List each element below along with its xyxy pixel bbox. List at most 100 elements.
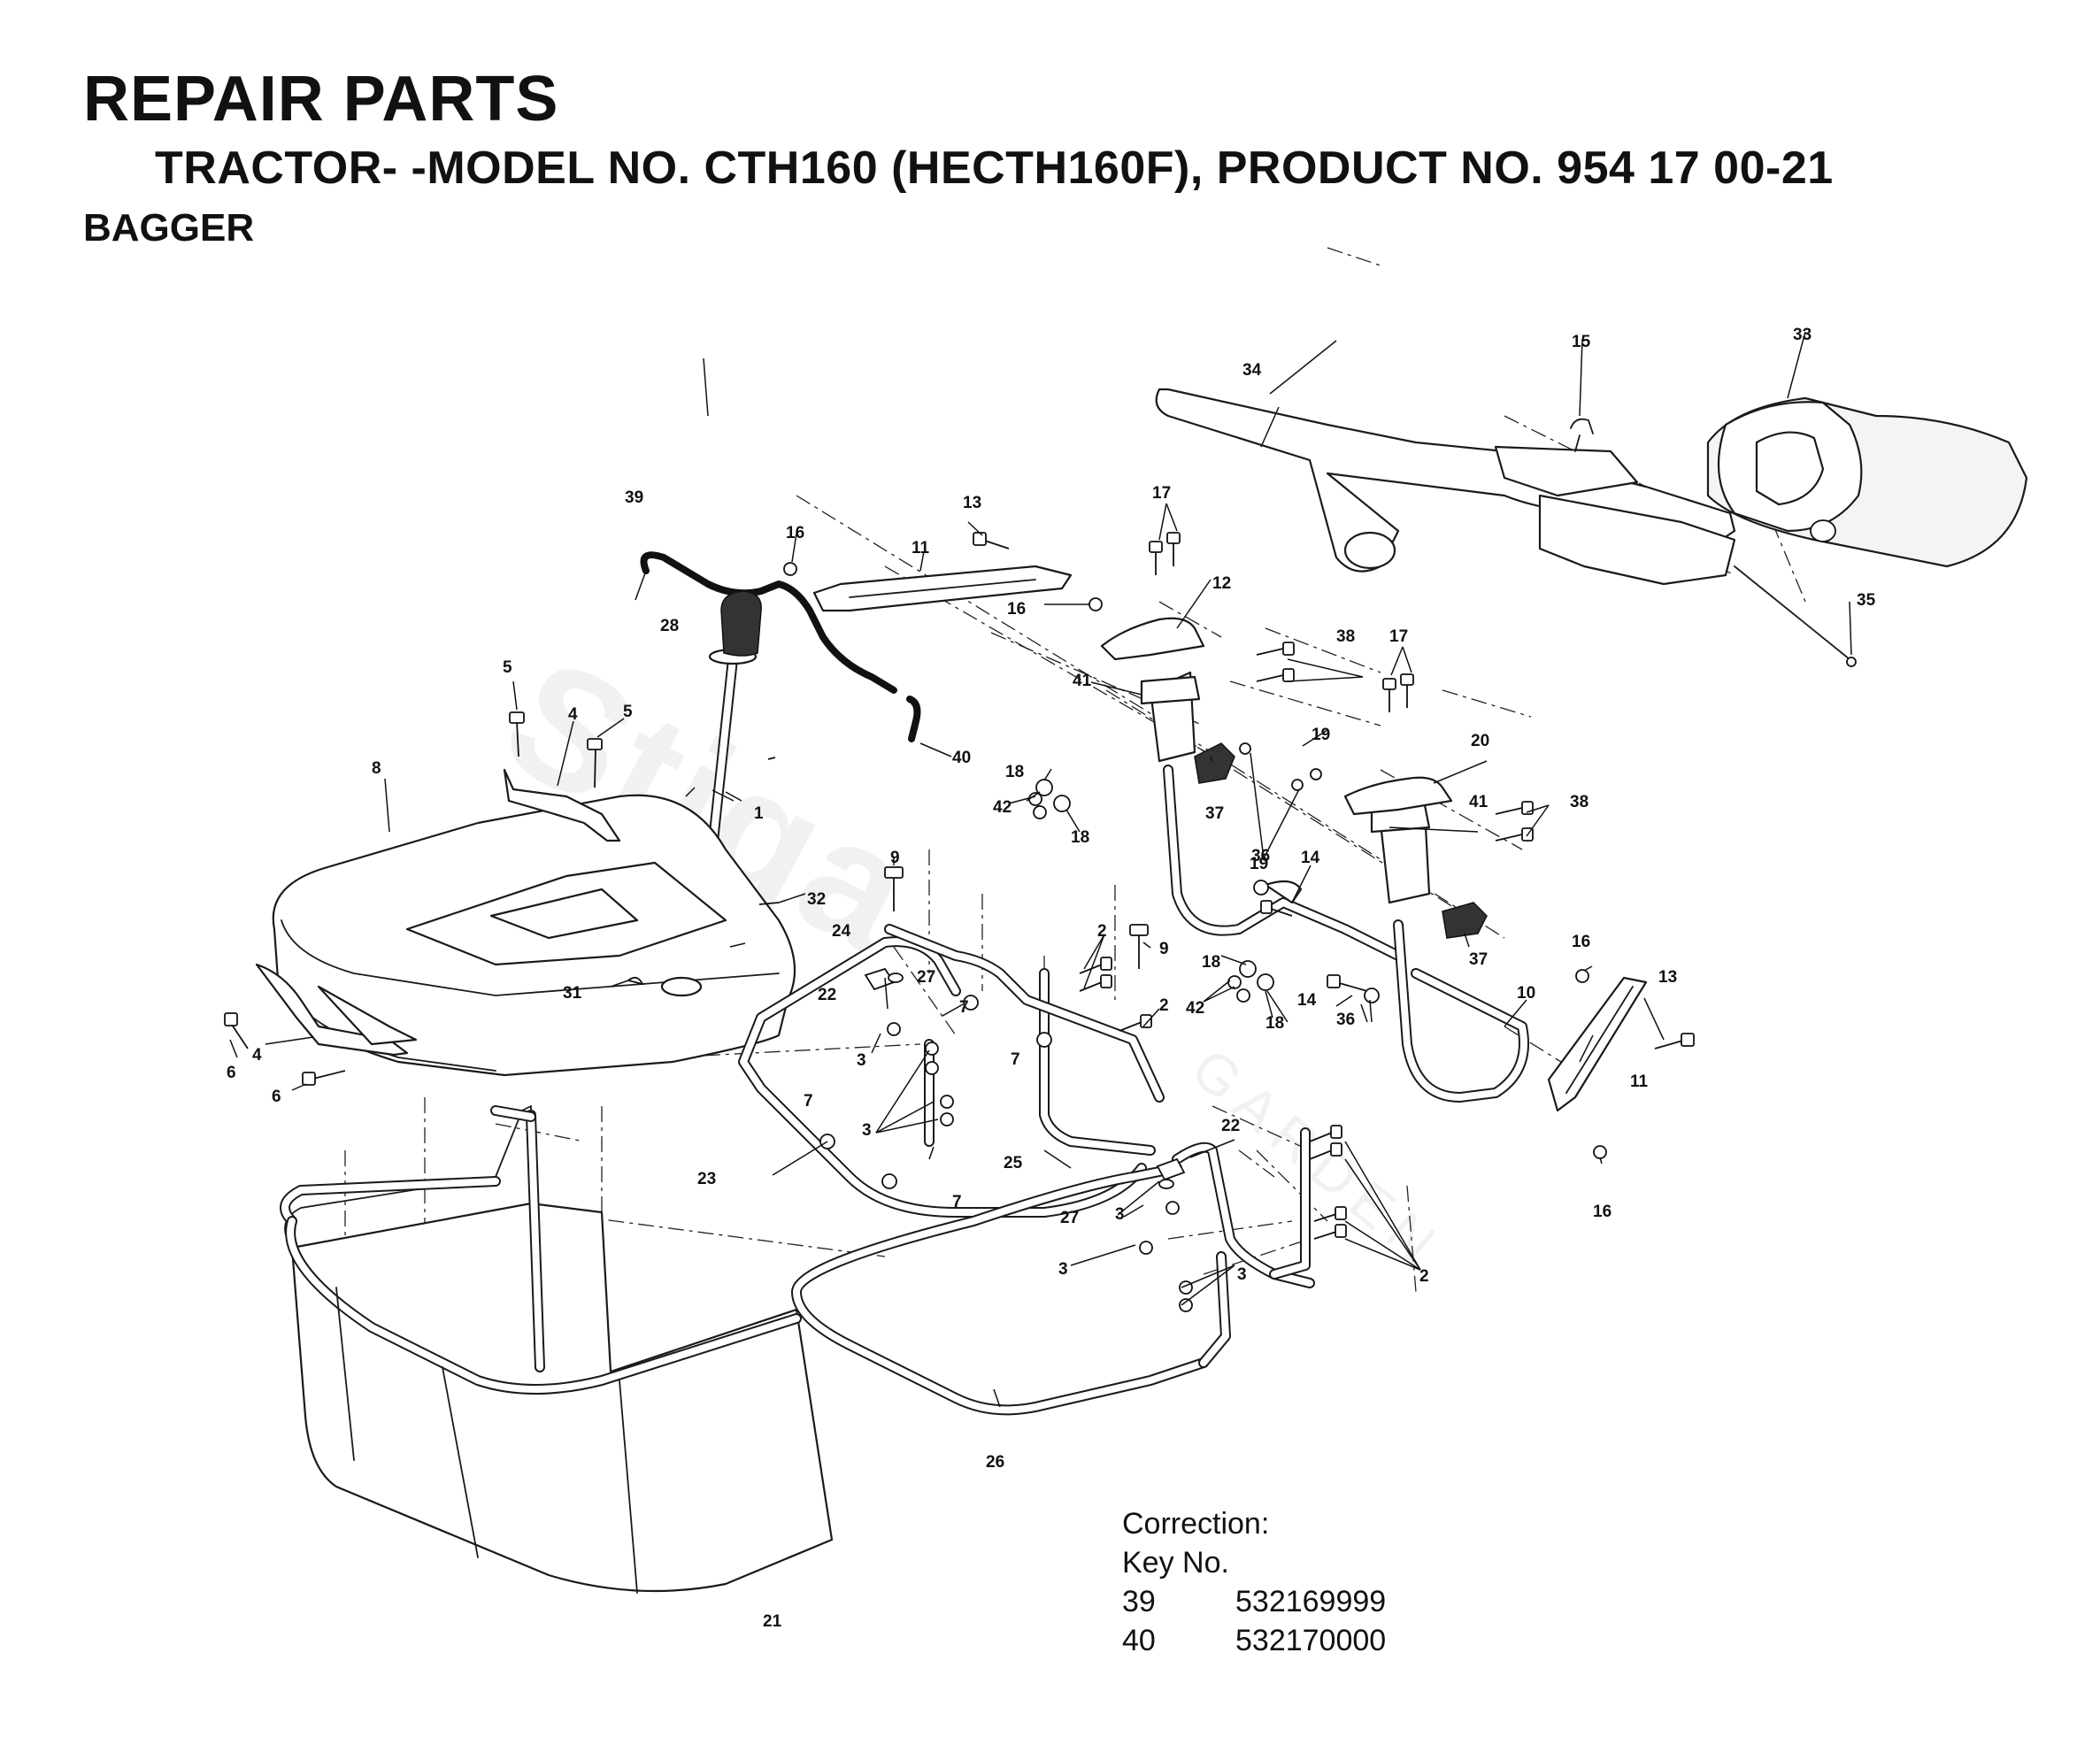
callout-7: 7 — [804, 1092, 813, 1111]
callout-8: 8 — [372, 759, 381, 778]
correction-row: 40 532170000 — [1122, 1621, 1494, 1660]
callout-16: 16 — [1593, 1203, 1612, 1221]
callout-37: 37 — [1469, 950, 1488, 969]
page-header: REPAIR PARTS TRACTOR- -MODEL NO. CTH160 … — [0, 0, 2100, 265]
support-straps — [812, 565, 1648, 1112]
callout-21: 21 — [763, 1612, 782, 1631]
model-subtitle: TRACTOR- -MODEL NO. CTH160 (HECTH160F), … — [155, 142, 1834, 194]
callout-27: 27 — [1060, 1209, 1079, 1227]
callout-11: 11 — [912, 539, 930, 557]
callout-17: 17 — [1389, 627, 1408, 646]
callout-labels: 1 2 2 2 3 3 3 3 3 3 4 4 5 5 6 6 7 7 7 7 … — [227, 326, 1876, 1631]
grass-bag — [280, 1105, 834, 1594]
callout-27: 27 — [917, 968, 935, 987]
callout-5: 5 — [623, 703, 633, 721]
callout-12: 12 — [1212, 574, 1231, 593]
callout-19: 19 — [1250, 855, 1268, 873]
callout-19: 19 — [1312, 726, 1330, 744]
callout-41: 41 — [1469, 793, 1488, 811]
callout-36: 36 — [1336, 1011, 1355, 1029]
callout-15: 15 — [1572, 333, 1591, 351]
callout-9: 9 — [890, 849, 900, 867]
callout-39: 39 — [625, 488, 643, 507]
callout-34: 34 — [1242, 361, 1262, 380]
callout-4: 4 — [252, 1046, 262, 1065]
callout-2: 2 — [1159, 996, 1169, 1015]
callout-28: 28 — [660, 617, 679, 635]
callout-32: 32 — [807, 890, 826, 909]
hinge-brackets — [255, 768, 621, 1057]
rubber-pads — [1194, 742, 1488, 939]
page-title: REPAIR PARTS — [83, 64, 559, 135]
callout-22: 22 — [818, 986, 836, 1004]
callout-22: 22 — [1221, 1117, 1240, 1135]
callout-26: 26 — [986, 1453, 1004, 1472]
callout-2: 2 — [1419, 1267, 1429, 1286]
correction-key-label: Key No. — [1122, 1546, 1229, 1580]
callout-1: 1 — [754, 804, 764, 823]
callout-36: 36 — [1251, 847, 1270, 865]
callout-35: 35 — [1857, 591, 1876, 610]
callout-9: 9 — [1159, 940, 1169, 958]
callout-31: 31 — [563, 984, 582, 1003]
callout-3: 3 — [857, 1051, 866, 1070]
correction-key: 40 — [1122, 1624, 1156, 1657]
callout-14: 14 — [1301, 849, 1320, 867]
callout-37: 37 — [1205, 804, 1224, 823]
clip-brackets — [1100, 617, 1453, 816]
callout-11: 11 — [1630, 1072, 1649, 1091]
callout-16: 16 — [1572, 933, 1590, 951]
callout-16: 16 — [786, 524, 804, 542]
callout-17: 17 — [1152, 484, 1171, 503]
bag-frame-left — [738, 936, 1156, 1218]
frame-uprights — [1140, 671, 1529, 1103]
callout-18: 18 — [1265, 1014, 1284, 1033]
section-title: BAGGER — [83, 206, 255, 250]
callout-24: 24 — [832, 922, 851, 941]
callout-38: 38 — [1336, 627, 1355, 646]
correction-part-number: 532170000 — [1235, 1624, 1387, 1657]
leader-lines — [229, 331, 1852, 1408]
correction-part-number: 532169999 — [1235, 1585, 1387, 1618]
callout-3: 3 — [1237, 1265, 1247, 1284]
callout-2: 2 — [1097, 922, 1107, 941]
callout-7: 7 — [1011, 1050, 1020, 1069]
callout-4: 4 — [568, 705, 578, 724]
callout-7: 7 — [959, 998, 969, 1017]
bag-support-frame — [791, 1127, 1315, 1416]
callout-3: 3 — [1058, 1260, 1068, 1279]
callout-3: 3 — [1115, 1205, 1125, 1224]
lift-rod — [884, 924, 1165, 1103]
callout-13: 13 — [963, 494, 981, 512]
hardware — [224, 532, 1695, 1312]
callout-41: 41 — [1073, 672, 1092, 690]
control-wire — [640, 551, 921, 742]
callout-40: 40 — [952, 749, 971, 767]
callout-6: 6 — [227, 1064, 236, 1082]
callout-5: 5 — [503, 658, 512, 677]
callout-16: 16 — [1007, 600, 1026, 619]
callout-6: 6 — [272, 1088, 281, 1106]
callout-38: 38 — [1570, 793, 1588, 811]
callout-23: 23 — [697, 1170, 716, 1188]
callout-3: 3 — [862, 1121, 872, 1140]
callout-10: 10 — [1517, 984, 1535, 1003]
callout-42: 42 — [993, 798, 1012, 817]
tow-bar-assembly — [1155, 388, 2028, 667]
callout-25: 25 — [1004, 1154, 1023, 1172]
correction-note: Correction: Key No. 39 532169999 40 5321… — [1122, 1504, 1494, 1660]
callout-14: 14 — [1297, 991, 1317, 1010]
correction-key: 39 — [1122, 1585, 1156, 1618]
callout-18: 18 — [1005, 763, 1024, 781]
callout-7: 7 — [952, 1193, 962, 1211]
callout-33: 33 — [1793, 326, 1812, 344]
bagger-lid — [272, 794, 796, 1077]
callout-20: 20 — [1471, 732, 1489, 750]
callout-13: 13 — [1658, 968, 1677, 987]
callout-18: 18 — [1202, 953, 1220, 972]
correction-row: 39 532169999 — [1122, 1582, 1494, 1621]
correction-heading: Correction: — [1122, 1507, 1270, 1541]
callout-18: 18 — [1071, 828, 1089, 847]
callout-42: 42 — [1186, 999, 1204, 1018]
